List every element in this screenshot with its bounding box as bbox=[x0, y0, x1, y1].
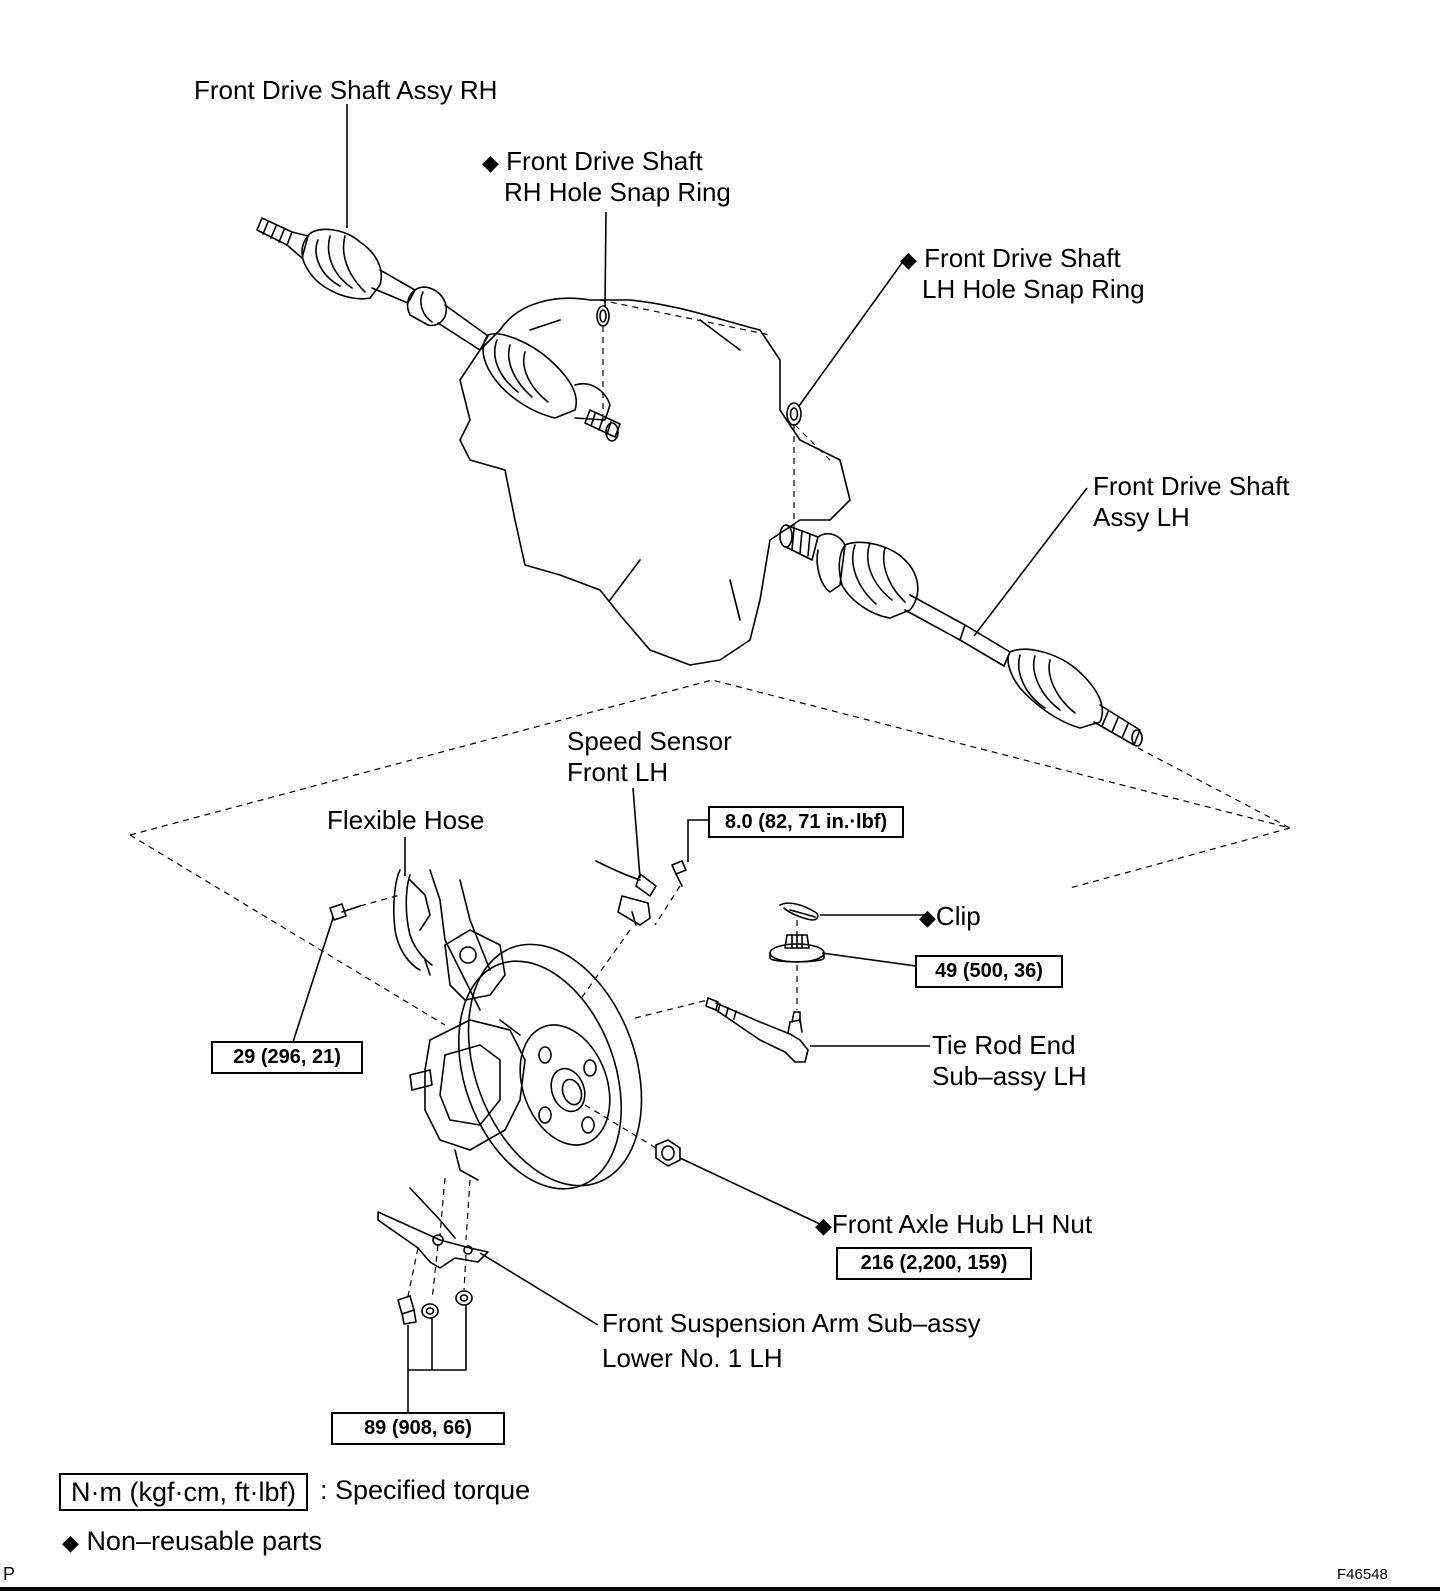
label-snap-ring-rh-line1: Front Drive Shaft bbox=[506, 146, 703, 176]
snap-ring-rh bbox=[596, 305, 610, 327]
figure-id: F46548 bbox=[1337, 1566, 1388, 1583]
nonreusable-marker: ◆ bbox=[482, 150, 499, 175]
drive-shaft-lh bbox=[779, 524, 1143, 747]
label-snap-ring-lh: ◆ Front Drive Shaft bbox=[900, 243, 1121, 275]
snap-ring-lh bbox=[786, 402, 802, 426]
label-susp-arm-line1: Front Suspension Arm Sub–assy bbox=[602, 1308, 981, 1338]
label-tie-rod-line1: Tie Rod End bbox=[932, 1030, 1076, 1060]
label-clip: ◆Clip bbox=[919, 901, 981, 933]
speed-sensor bbox=[595, 860, 657, 926]
label-speed-sensor-line2: Front LH bbox=[567, 757, 669, 787]
label-tie-rod-line2: Sub–assy LH bbox=[932, 1061, 1087, 1091]
label-flexible-hose: Flexible Hose bbox=[327, 805, 485, 835]
legend-torque-unit: N·m (kgf·cm, ft·lbf) bbox=[59, 1473, 308, 1511]
label-shaft-lh-line1: Front Drive Shaft bbox=[1093, 471, 1290, 501]
torque-flexible-hose-bolt: 29 (296, 21) bbox=[211, 1041, 363, 1074]
label-snap-ring-lh-line1: Front Drive Shaft bbox=[924, 243, 1121, 273]
nonreusable-marker: ◆ bbox=[62, 1530, 79, 1555]
nonreusable-marker: ◆ bbox=[919, 905, 936, 930]
label-hub-nut: ◆Front Axle Hub LH Nut bbox=[815, 1209, 1092, 1241]
label-susp-arm-line2: Lower No. 1 LH bbox=[602, 1343, 783, 1373]
label-hub-nut-text: Front Axle Hub LH Nut bbox=[831, 1209, 1093, 1239]
label-snap-ring-lh-line2: LH Hole Snap Ring bbox=[922, 274, 1145, 304]
label-snap-ring-rh: ◆ Front Drive Shaft bbox=[482, 146, 703, 178]
drive-shaft-rh bbox=[256, 217, 621, 442]
legend-torque-desc: : Specified torque bbox=[320, 1475, 531, 1505]
label-shaft-rh: Front Drive Shaft Assy RH bbox=[194, 75, 498, 105]
nonreusable-marker: ◆ bbox=[815, 1213, 832, 1238]
transaxle-outline bbox=[459, 297, 851, 666]
brake-rotor bbox=[457, 943, 643, 1190]
label-shaft-lh-line2: Assy LH bbox=[1093, 502, 1190, 532]
castle-nut bbox=[769, 934, 825, 963]
speed-sensor-bolt bbox=[671, 860, 687, 887]
torque-tie-rod-nut: 49 (500, 36) bbox=[915, 955, 1063, 988]
label-snap-ring-rh-line2: RH Hole Snap Ring bbox=[504, 177, 731, 207]
label-speed-sensor-line1: Speed Sensor bbox=[567, 726, 732, 756]
suspension-arm bbox=[377, 1187, 489, 1269]
flexible-hose-bolt bbox=[329, 903, 361, 921]
corner-left-mark: P bbox=[3, 1564, 16, 1584]
torque-susp-arm: 89 (908, 66) bbox=[331, 1412, 505, 1445]
strut-and-hose bbox=[393, 869, 506, 1011]
tie-rod-end bbox=[705, 997, 809, 1063]
torque-hub-nut: 216 (2,200, 159) bbox=[836, 1247, 1032, 1280]
arm-bolt-and-nuts bbox=[397, 1290, 473, 1325]
assembly-plane bbox=[129, 679, 1293, 889]
label-clip-text: Clip bbox=[935, 901, 981, 931]
nonreusable-marker: ◆ bbox=[900, 247, 917, 272]
hub-nut bbox=[655, 1139, 681, 1167]
brake-caliper bbox=[409, 1019, 526, 1181]
legend-nonreusable-text: Non–reusable parts bbox=[86, 1526, 323, 1556]
torque-speed-sensor: 8.0 (82, 71 in.·lbf) bbox=[708, 806, 904, 838]
clip bbox=[779, 902, 819, 921]
legend-nonreusable: ◆ Non–reusable parts bbox=[62, 1526, 322, 1558]
